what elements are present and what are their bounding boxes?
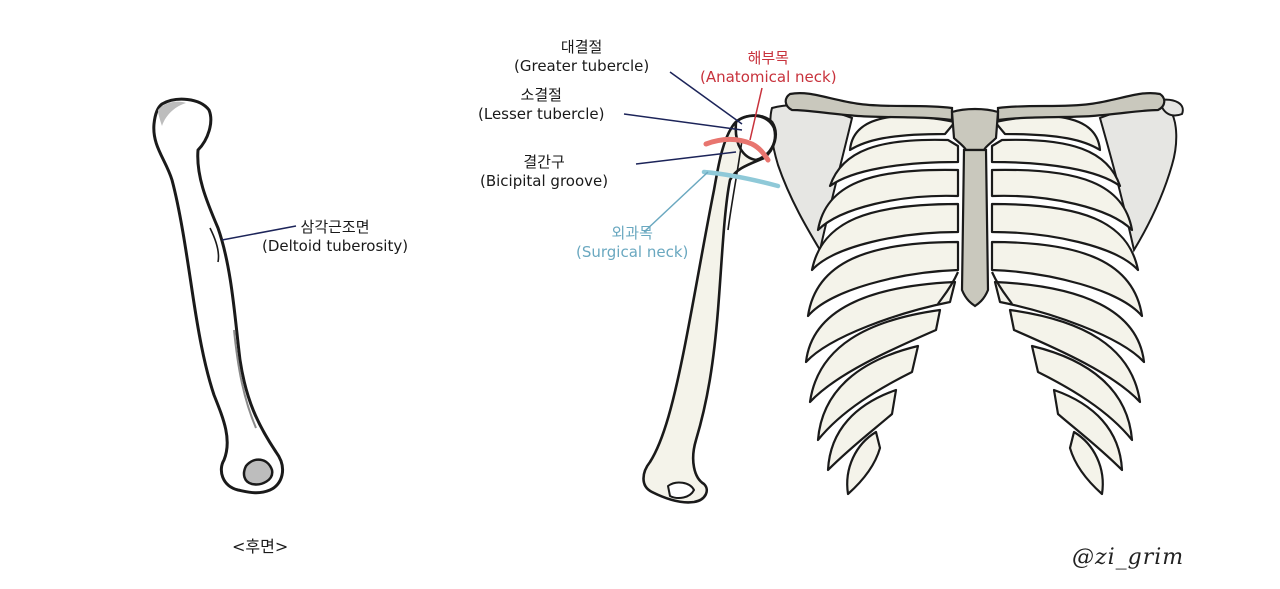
leader-anatomical-neck [749,87,763,141]
leader-greater-tubercle [669,71,743,125]
rib-right-10 [1068,430,1104,496]
label-greater-tubercle: 대결절 (Greater tubercle) [514,38,649,76]
rib-right-7 [1008,308,1142,404]
humerus-posterior [152,97,285,495]
clavicle-right [996,92,1166,122]
surgical-neck-line [701,169,781,189]
sternum-body [960,148,990,308]
acromion-right [1158,98,1184,117]
humerus-posterior-distal-fossa [242,458,274,486]
leader-surgical-neck [643,171,709,233]
rib-left-8 [816,344,920,442]
rib-right-2 [990,138,1122,188]
anatomical-neck-line [703,137,771,163]
label-lesser-tubercle-ko: 소결절 [520,86,562,104]
label-anatomical-neck-ko: 해부목 [747,49,789,67]
humerus-posterior-outline [152,97,285,495]
humerus-posterior-shaft-line [209,227,220,263]
rib-left-3 [816,168,960,232]
label-anatomical-neck: 해부목 (Anatomical neck) [700,49,837,87]
rib-right-3 [990,168,1134,232]
manubrium [950,107,1000,152]
humerus-anterior-distal [667,481,695,499]
sternum [950,107,1000,308]
label-bicipital-groove-en: (Bicipital groove) [480,172,609,190]
clavicle-left [784,92,954,122]
costal-arch-left [937,271,960,305]
artist-signature: @zi_grim [1072,545,1185,570]
rib-left-4 [810,202,960,272]
rib-left-7 [808,308,942,404]
rib-left-5 [806,240,960,318]
rib-left-9 [826,388,898,472]
label-deltoid-tuberosity-en: (Deltoid tuberosity) [262,237,409,255]
humerus-posterior-head-shade [158,101,186,126]
rib-cage [804,114,1146,496]
leader-bicipital-groove [635,151,737,165]
label-greater-tubercle-en: (Greater tubercle) [514,57,650,75]
label-anatomical-neck-en: (Anatomical neck) [700,68,837,86]
clavicles [784,92,1166,122]
humerus-anterior [642,114,781,504]
label-surgical-neck-ko: 외과목 [611,224,653,242]
label-surgical-neck: 외과목 (Surgical neck) [576,224,688,262]
rib-left-10 [846,430,882,496]
rib-left-6 [804,280,957,364]
label-bicipital-groove: 결간구 (Bicipital groove) [480,153,608,191]
label-bicipital-groove-ko: 결간구 [523,153,565,171]
rib-left-2 [828,138,960,188]
label-greater-tubercle-ko: 대결절 [560,38,603,56]
rib-right-8 [1030,344,1134,442]
leader-lines [221,71,763,241]
rib-right-6 [993,280,1146,364]
leader-lesser-tubercle [623,113,743,131]
humerus-posterior-shadow [233,329,257,429]
label-deltoid-tuberosity: 삼각근조면 (Deltoid tuberosity) [262,218,408,256]
costal-arch-right [990,271,1013,305]
leader-deltoid-tuberosity [221,225,297,241]
label-lesser-tubercle: 소결절 (Lesser tubercle) [478,86,604,124]
label-lesser-tubercle-en: (Lesser tubercle) [478,105,605,123]
posterior-view-caption: <후면> [232,537,289,556]
rib-right-4 [990,202,1140,272]
humerus-anterior-outline [642,114,777,504]
rib-right-9 [1052,388,1124,472]
humerus-anterior-groove-line [727,139,743,231]
label-deltoid-tuberosity-ko: 삼각근조면 [300,218,370,236]
rib-right-5 [990,240,1144,318]
label-surgical-neck-en: (Surgical neck) [576,243,689,261]
